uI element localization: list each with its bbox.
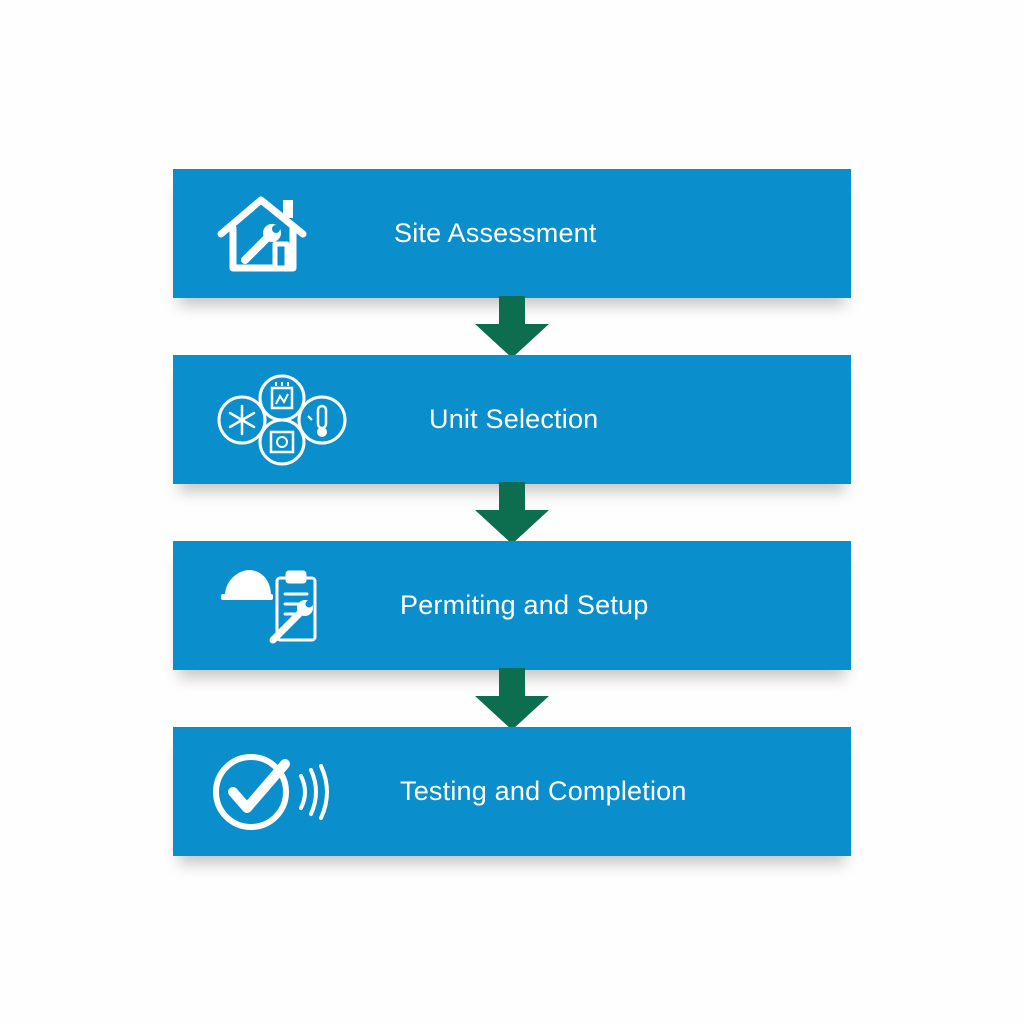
step-unit-selection: Unit Selection xyxy=(173,355,851,484)
arrow-down-icon xyxy=(475,668,549,730)
arrow-down-icon xyxy=(475,296,549,358)
arrow-down-icon xyxy=(475,482,549,544)
step-testing-and-completion: Testing and Completion xyxy=(173,727,851,856)
step-label: Permiting and Setup xyxy=(400,590,649,620)
step-label: Unit Selection xyxy=(429,404,599,434)
step-label: Site Assessment xyxy=(394,218,597,248)
house-wrench-icon xyxy=(173,169,353,298)
hardhat-clipboard-wrench-icon xyxy=(173,541,373,670)
hvac-units-icon xyxy=(173,355,390,484)
step-permiting-and-setup: Permiting and Setup xyxy=(173,541,851,670)
step-site-assessment: Site Assessment xyxy=(173,169,851,298)
checkmark-signal-icon xyxy=(173,727,373,856)
step-label: Testing and Completion xyxy=(400,776,687,806)
